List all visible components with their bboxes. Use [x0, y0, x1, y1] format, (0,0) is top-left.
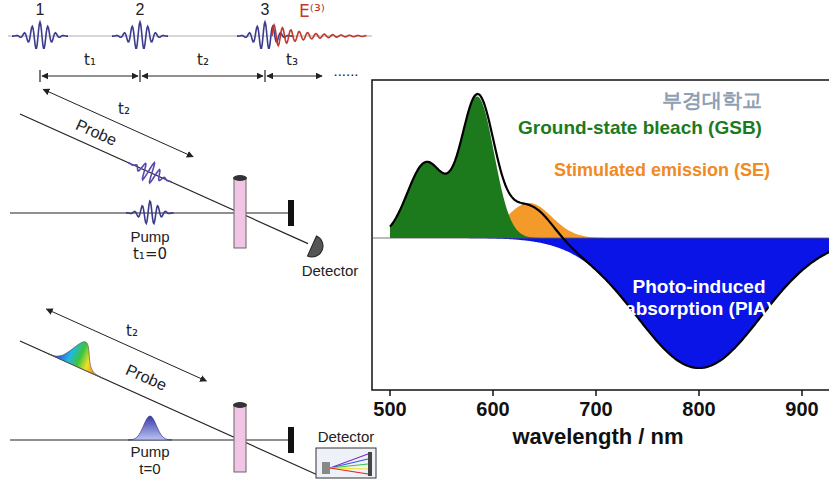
photodiode	[307, 236, 326, 261]
time-arrow	[42, 76, 138, 77]
beam-label: Pump	[130, 228, 169, 245]
dispersed-light	[330, 468, 368, 474]
plot-frame	[372, 80, 829, 390]
probe-beam	[20, 114, 308, 244]
axis-title: wavelength / nm	[512, 424, 683, 449]
time-label: t₂	[118, 101, 130, 118]
sample-cuvette	[234, 178, 246, 248]
pump-pulse	[128, 416, 172, 440]
beam-label: Probe	[123, 361, 169, 395]
cuvette-cap	[233, 175, 247, 181]
delay-arrow	[43, 89, 193, 156]
time-tick	[39, 70, 40, 82]
axis-tick	[492, 390, 494, 396]
axis-tick	[595, 390, 597, 396]
time-tick	[264, 70, 265, 82]
plot-area	[373, 94, 829, 368]
continuation-dots: ......	[333, 62, 358, 79]
dispersed-light	[330, 464, 368, 468]
sample-cuvette	[234, 405, 246, 472]
axis-tick-label: 800	[682, 398, 715, 421]
signal-label: E⁽³⁾	[299, 2, 325, 22]
probe-pulse	[124, 153, 176, 191]
axis-tick-label: 600	[476, 398, 509, 421]
time-arrow	[142, 76, 263, 77]
pulse-number: 2	[136, 1, 145, 19]
axis-tick-label: 700	[579, 398, 612, 421]
dispersed-light	[330, 459, 368, 468]
pump-pulse	[126, 201, 174, 223]
axis-tick-label: 900	[785, 398, 818, 421]
axis-tick	[389, 390, 391, 396]
dispersed-light	[330, 454, 368, 468]
time-label: t₁	[84, 52, 96, 69]
beam-label: Pump	[130, 443, 169, 460]
time-arrow	[267, 76, 322, 77]
grating	[322, 462, 330, 474]
beam-block	[288, 427, 294, 453]
axis-tick	[698, 390, 700, 396]
beam-label: Probe	[73, 116, 119, 150]
signal-field	[272, 25, 367, 46]
time-label: t₂	[197, 52, 209, 69]
laser-pulse	[12, 22, 68, 48]
time-tick	[139, 70, 140, 82]
pulse-number: 3	[261, 1, 270, 19]
axis-tick-label: 500	[373, 398, 406, 421]
gsb-area	[390, 96, 829, 238]
array-detector	[368, 452, 372, 476]
detector-label: Detector	[302, 262, 359, 279]
cuvette-cap	[233, 402, 247, 408]
zero-line	[373, 238, 829, 239]
beam-block	[288, 200, 294, 226]
broadband-probe-pulse	[48, 330, 113, 378]
se-label: Stimulated emission (SE)	[554, 160, 770, 181]
time-label: t=0	[139, 460, 160, 477]
time-label: t₃	[286, 52, 298, 69]
pia-label: Photo-induced absorption (PIA)	[624, 276, 774, 320]
drawing	[8, 22, 829, 478]
axis-tick	[801, 390, 803, 396]
watermark: 부경대학교	[662, 89, 762, 112]
gsb-label: Ground-state bleach (GSB)	[518, 117, 762, 139]
pulse-number: 1	[36, 1, 45, 19]
laser-pulse	[112, 22, 168, 48]
spectrometer	[316, 448, 376, 478]
time-label: t₁=0	[133, 246, 167, 263]
transient-spectrum	[390, 94, 829, 368]
pia-area	[390, 238, 829, 368]
time-label: t₂	[126, 323, 138, 340]
detector-label: Detector	[318, 428, 375, 445]
